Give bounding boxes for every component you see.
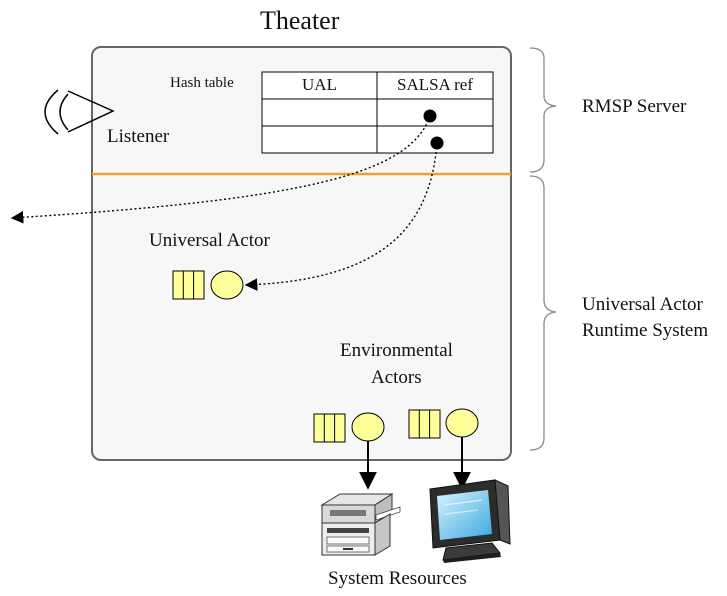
runtime-system-label-line-2: Runtime System	[582, 320, 709, 341]
system-resources-label: System Resources	[328, 568, 467, 589]
hash-table-label: Hash table	[170, 75, 234, 91]
hash-table	[261, 71, 494, 154]
universal-actor	[172, 270, 244, 300]
reference-arrow-to-actor	[244, 142, 438, 291]
computer-monitor-icon	[429, 479, 511, 563]
rmsp-server-brace	[529, 47, 557, 173]
environmental-actor-1	[313, 412, 385, 443]
listener-label: Listener	[107, 126, 170, 147]
environmental-actor-2	[408, 408, 479, 439]
environmental-actors-label-line-1: Environmental	[340, 340, 453, 361]
runtime-system-label-line-1: Universal Actor	[582, 294, 703, 315]
printer-icon	[320, 493, 401, 556]
theater-title: Theater	[260, 6, 340, 35]
hash-table-header-ual: UAL	[302, 75, 337, 94]
runtime-system-brace	[529, 175, 557, 451]
rmsp-server-label: RMSP Server	[582, 96, 687, 117]
hash-table-header-salsa-ref: SALSA ref	[396, 75, 474, 94]
reference-arrow-outgoing	[10, 115, 431, 224]
eye-icon	[44, 89, 115, 135]
universal-actor-label: Universal Actor	[149, 230, 270, 251]
environmental-actors-label-line-2: Actors	[371, 367, 422, 388]
